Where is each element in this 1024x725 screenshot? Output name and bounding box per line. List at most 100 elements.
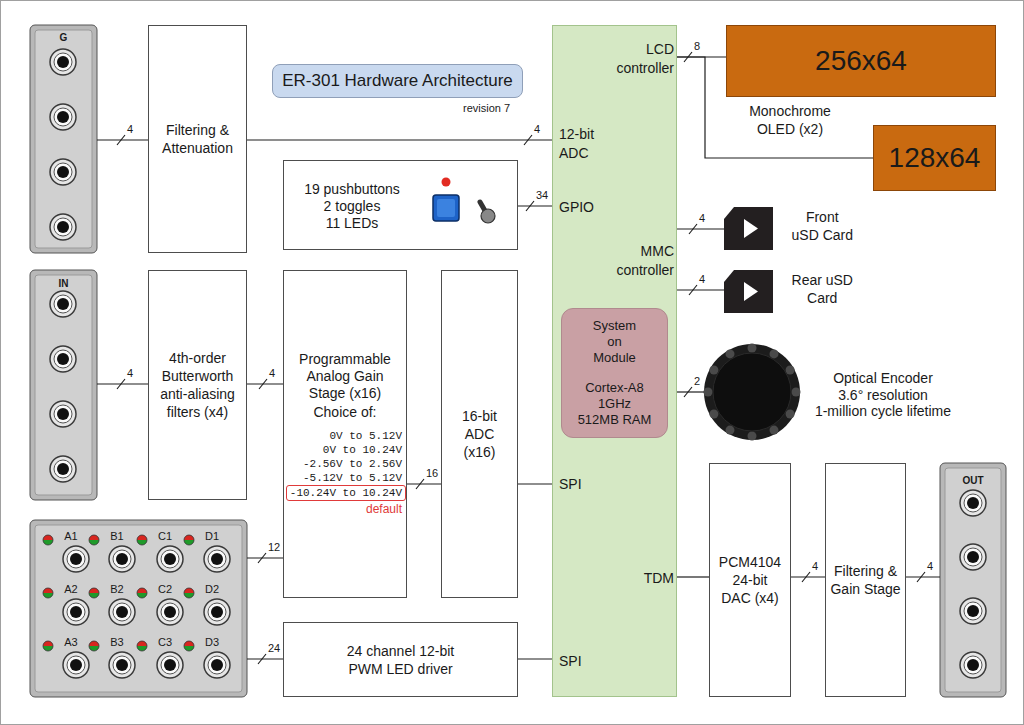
led (184, 641, 194, 651)
bus-line (518, 205, 552, 206)
bus-width: 8 (693, 40, 701, 53)
bus-width: 4 (126, 123, 134, 136)
bus-tick (258, 654, 266, 664)
knurl (726, 349, 735, 358)
output-stage-block: Filtering & Gain Stage (825, 463, 906, 697)
port-label: SPI (559, 475, 599, 494)
jack-label: C1 (153, 529, 177, 543)
led (137, 641, 147, 651)
bus-tick (802, 572, 810, 582)
bus-width: 12 (267, 541, 281, 554)
bus-width: 24 (267, 642, 281, 655)
sd-card: Rear uSD Card (724, 270, 773, 313)
panel-face (35, 30, 92, 248)
dac-block: PCM4104 24-bit DAC (x4) (709, 463, 791, 697)
block-label: 0V to 10.24V (284, 443, 406, 457)
led (43, 641, 53, 651)
block-label: Cortex-A8 1GHz 512MB RAM (576, 380, 654, 428)
jack-label: B3 (105, 635, 129, 649)
bus-tick (258, 553, 266, 563)
jack (50, 104, 76, 130)
title-banner: ER-301 Hardware Architecture (272, 64, 523, 98)
panel-face (945, 468, 1001, 692)
led (43, 588, 53, 598)
bus-line (677, 228, 724, 229)
bus-tick (117, 379, 125, 389)
block-label: PCM4104 24-bit DAC (x4) (717, 553, 783, 607)
jack-panel: OUT (940, 463, 1006, 697)
jack (204, 546, 230, 572)
display-label: 256x64 (815, 45, 907, 77)
bus-line (677, 289, 724, 290)
knurl (748, 344, 757, 353)
sd-card-icon (724, 207, 773, 250)
knurl (704, 388, 713, 397)
jack (157, 546, 183, 572)
bus-width: 4 (268, 367, 276, 380)
port-label: LCD controller (612, 40, 674, 78)
block-label: Choice of: (313, 404, 376, 421)
encoder-label: 3.6° resolution (803, 387, 963, 404)
led (89, 535, 99, 545)
jack (204, 652, 230, 678)
block-label: Filtering & Gain Stage (830, 562, 902, 598)
jack-label: D2 (200, 582, 224, 596)
bus-width: 2 (693, 375, 701, 388)
jack-label: B2 (105, 582, 129, 596)
toggle-base (481, 209, 495, 223)
knurl (786, 410, 795, 419)
encoder-label: Optical Encoder (803, 370, 963, 387)
card-label: Rear uSD Card (791, 271, 854, 307)
port-label: MMC controller (612, 242, 674, 280)
knurl (786, 366, 795, 375)
jack (960, 544, 986, 570)
bus-line (791, 576, 825, 577)
encoder-knob (704, 344, 800, 440)
knurl (726, 426, 735, 435)
knurl (709, 410, 718, 419)
jack-label: A3 (59, 635, 83, 649)
panel-label: G (30, 31, 97, 44)
jack (204, 599, 230, 625)
bus-width: 4 (698, 212, 706, 225)
jack-label: D1 (200, 529, 224, 543)
led (89, 641, 99, 651)
led (184, 588, 194, 598)
block-label: -2.56V to 2.56V (284, 457, 406, 471)
block-label: -10.24V to 10.24V (286, 485, 406, 501)
panel-plate (940, 463, 1006, 697)
jack-panel: IN (30, 270, 97, 500)
panel-plate (30, 270, 97, 500)
pushbutton-cap (437, 199, 455, 217)
jack (960, 598, 986, 624)
led (137, 588, 147, 598)
jack-label: C2 (153, 582, 177, 596)
bus-tick (684, 52, 692, 62)
knurl (709, 366, 718, 375)
bus-tick (526, 201, 534, 211)
jack-panel: G (30, 25, 97, 253)
sd-card-icon (724, 270, 773, 313)
jack-panel: A1B1C1D1A2B2C2D2A3B3C3D3 (30, 520, 247, 697)
jack (50, 346, 76, 372)
jack (960, 652, 986, 678)
sd-card: Front uSD Card (724, 207, 773, 250)
adc-block: 16-bit ADC (x16) (441, 270, 518, 598)
bus-line (407, 483, 441, 484)
bus-width: 4 (811, 560, 819, 573)
bus-width: 16 (425, 467, 439, 480)
bus-line (677, 391, 704, 392)
block-label: Programmable Analog Gain Stage (x16) (297, 351, 393, 402)
jack (50, 49, 76, 75)
bus-line (247, 557, 283, 558)
oled-display: 256x64 (726, 25, 996, 97)
jack-label: A2 (59, 582, 83, 596)
filter-block: 4th-order Butterworth anti-aliasing filt… (148, 270, 247, 500)
jack (50, 214, 76, 240)
encoder-label: 1-million cycle lifetime (803, 403, 963, 420)
led-icon (442, 178, 451, 187)
block-label: 4th-order Butterworth anti-aliasing filt… (156, 349, 240, 421)
jack (50, 159, 76, 185)
